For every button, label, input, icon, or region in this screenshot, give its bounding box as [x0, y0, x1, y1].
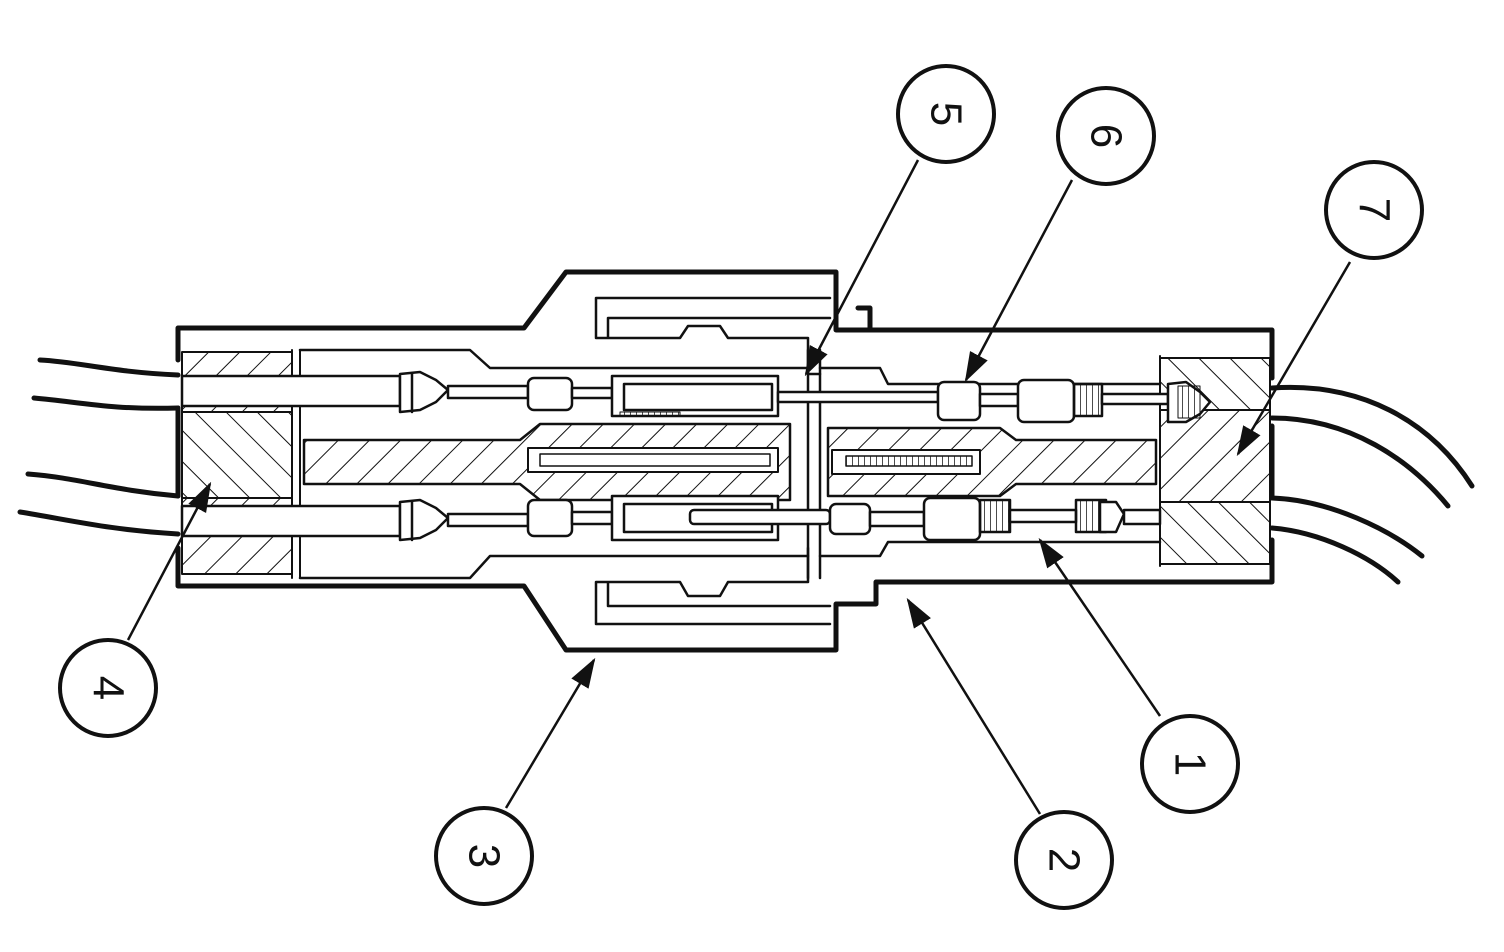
left-cables: [17, 357, 181, 537]
callout-label-2: 2: [1040, 848, 1089, 872]
callout-5: 5: [896, 64, 996, 164]
dielectric-insert-right: [826, 426, 1158, 498]
leader-2: [906, 597, 1042, 815]
callout-4: 4: [58, 638, 158, 738]
callout-label-1: 1: [1166, 752, 1215, 776]
callouts: 1 2 3 4 5 6 7: [58, 64, 1424, 910]
callout-1: 1: [1140, 714, 1240, 814]
leader-4: [126, 481, 212, 641]
inner-shell: [594, 296, 832, 626]
callout-label-3: 3: [460, 844, 509, 868]
callout-7: 7: [1324, 160, 1424, 260]
callout-label-4: 4: [84, 676, 133, 700]
connector-assembly: [17, 269, 1475, 653]
callout-6: 6: [1056, 86, 1156, 186]
leader-5: [804, 159, 920, 377]
right-cables: [1269, 384, 1475, 585]
callout-2: 2: [1014, 810, 1114, 910]
leader-3: [504, 657, 596, 809]
contact-lower: [180, 494, 1162, 542]
contact-upper: [180, 370, 1212, 424]
outer-housing: [175, 269, 1275, 653]
leader-6: [964, 179, 1074, 383]
leader-lines: [126, 159, 1352, 815]
callout-label-6: 6: [1082, 124, 1131, 148]
callout-label-7: 7: [1350, 198, 1399, 222]
leader-7: [1236, 261, 1352, 457]
callout-3: 3: [434, 806, 534, 906]
callout-label-5: 5: [922, 102, 971, 126]
leader-1: [1038, 537, 1162, 717]
